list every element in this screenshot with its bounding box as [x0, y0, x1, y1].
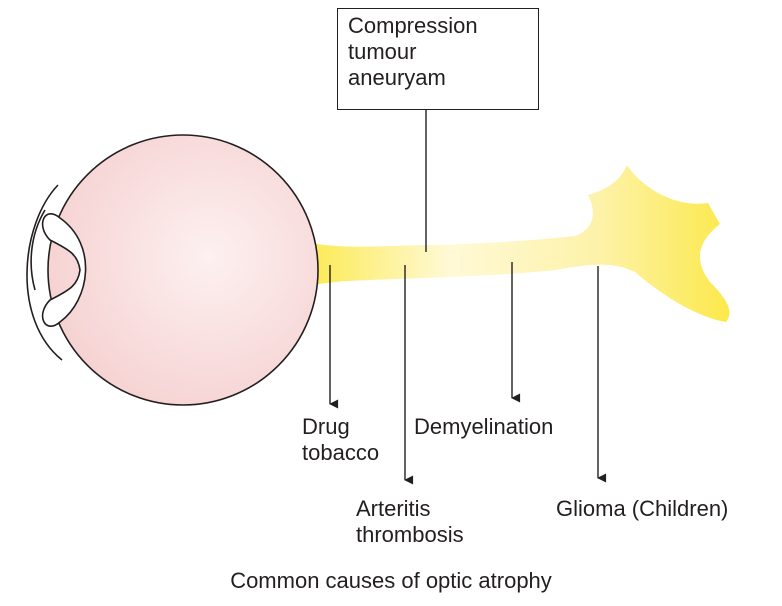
iris-outline — [30, 209, 46, 291]
drug-line-1: Drug — [302, 414, 350, 439]
compression-line-3: aneuryam — [348, 65, 446, 90]
compression-line-2: tumour — [348, 39, 417, 64]
figure-caption: Common causes of optic atrophy — [230, 568, 552, 593]
optic-nerve — [300, 165, 730, 322]
arteritis-line-2: thrombosis — [356, 522, 464, 547]
drug-line-2: tobacco — [302, 440, 380, 465]
eyeball — [47, 134, 319, 406]
glioma-line-1: Glioma (Children) — [556, 496, 729, 521]
arteritis-label: Arteritis thrombosis — [356, 496, 464, 548]
compression-label: Compression tumour aneuryam — [348, 13, 538, 91]
compression-line-1: Compression — [348, 13, 478, 38]
arteritis-line-1: Arteritis — [356, 496, 431, 521]
cornea-outline — [26, 184, 63, 361]
demyelination-label: Demyelination — [414, 414, 553, 440]
drug-label: Drug tobacco — [302, 414, 379, 466]
glioma-label: Glioma (Children) — [556, 496, 728, 522]
demyelination-line-1: Demyelination — [414, 414, 554, 439]
lens-outline — [41, 213, 87, 327]
compression-label-box: Compression tumour aneuryam — [337, 8, 539, 110]
